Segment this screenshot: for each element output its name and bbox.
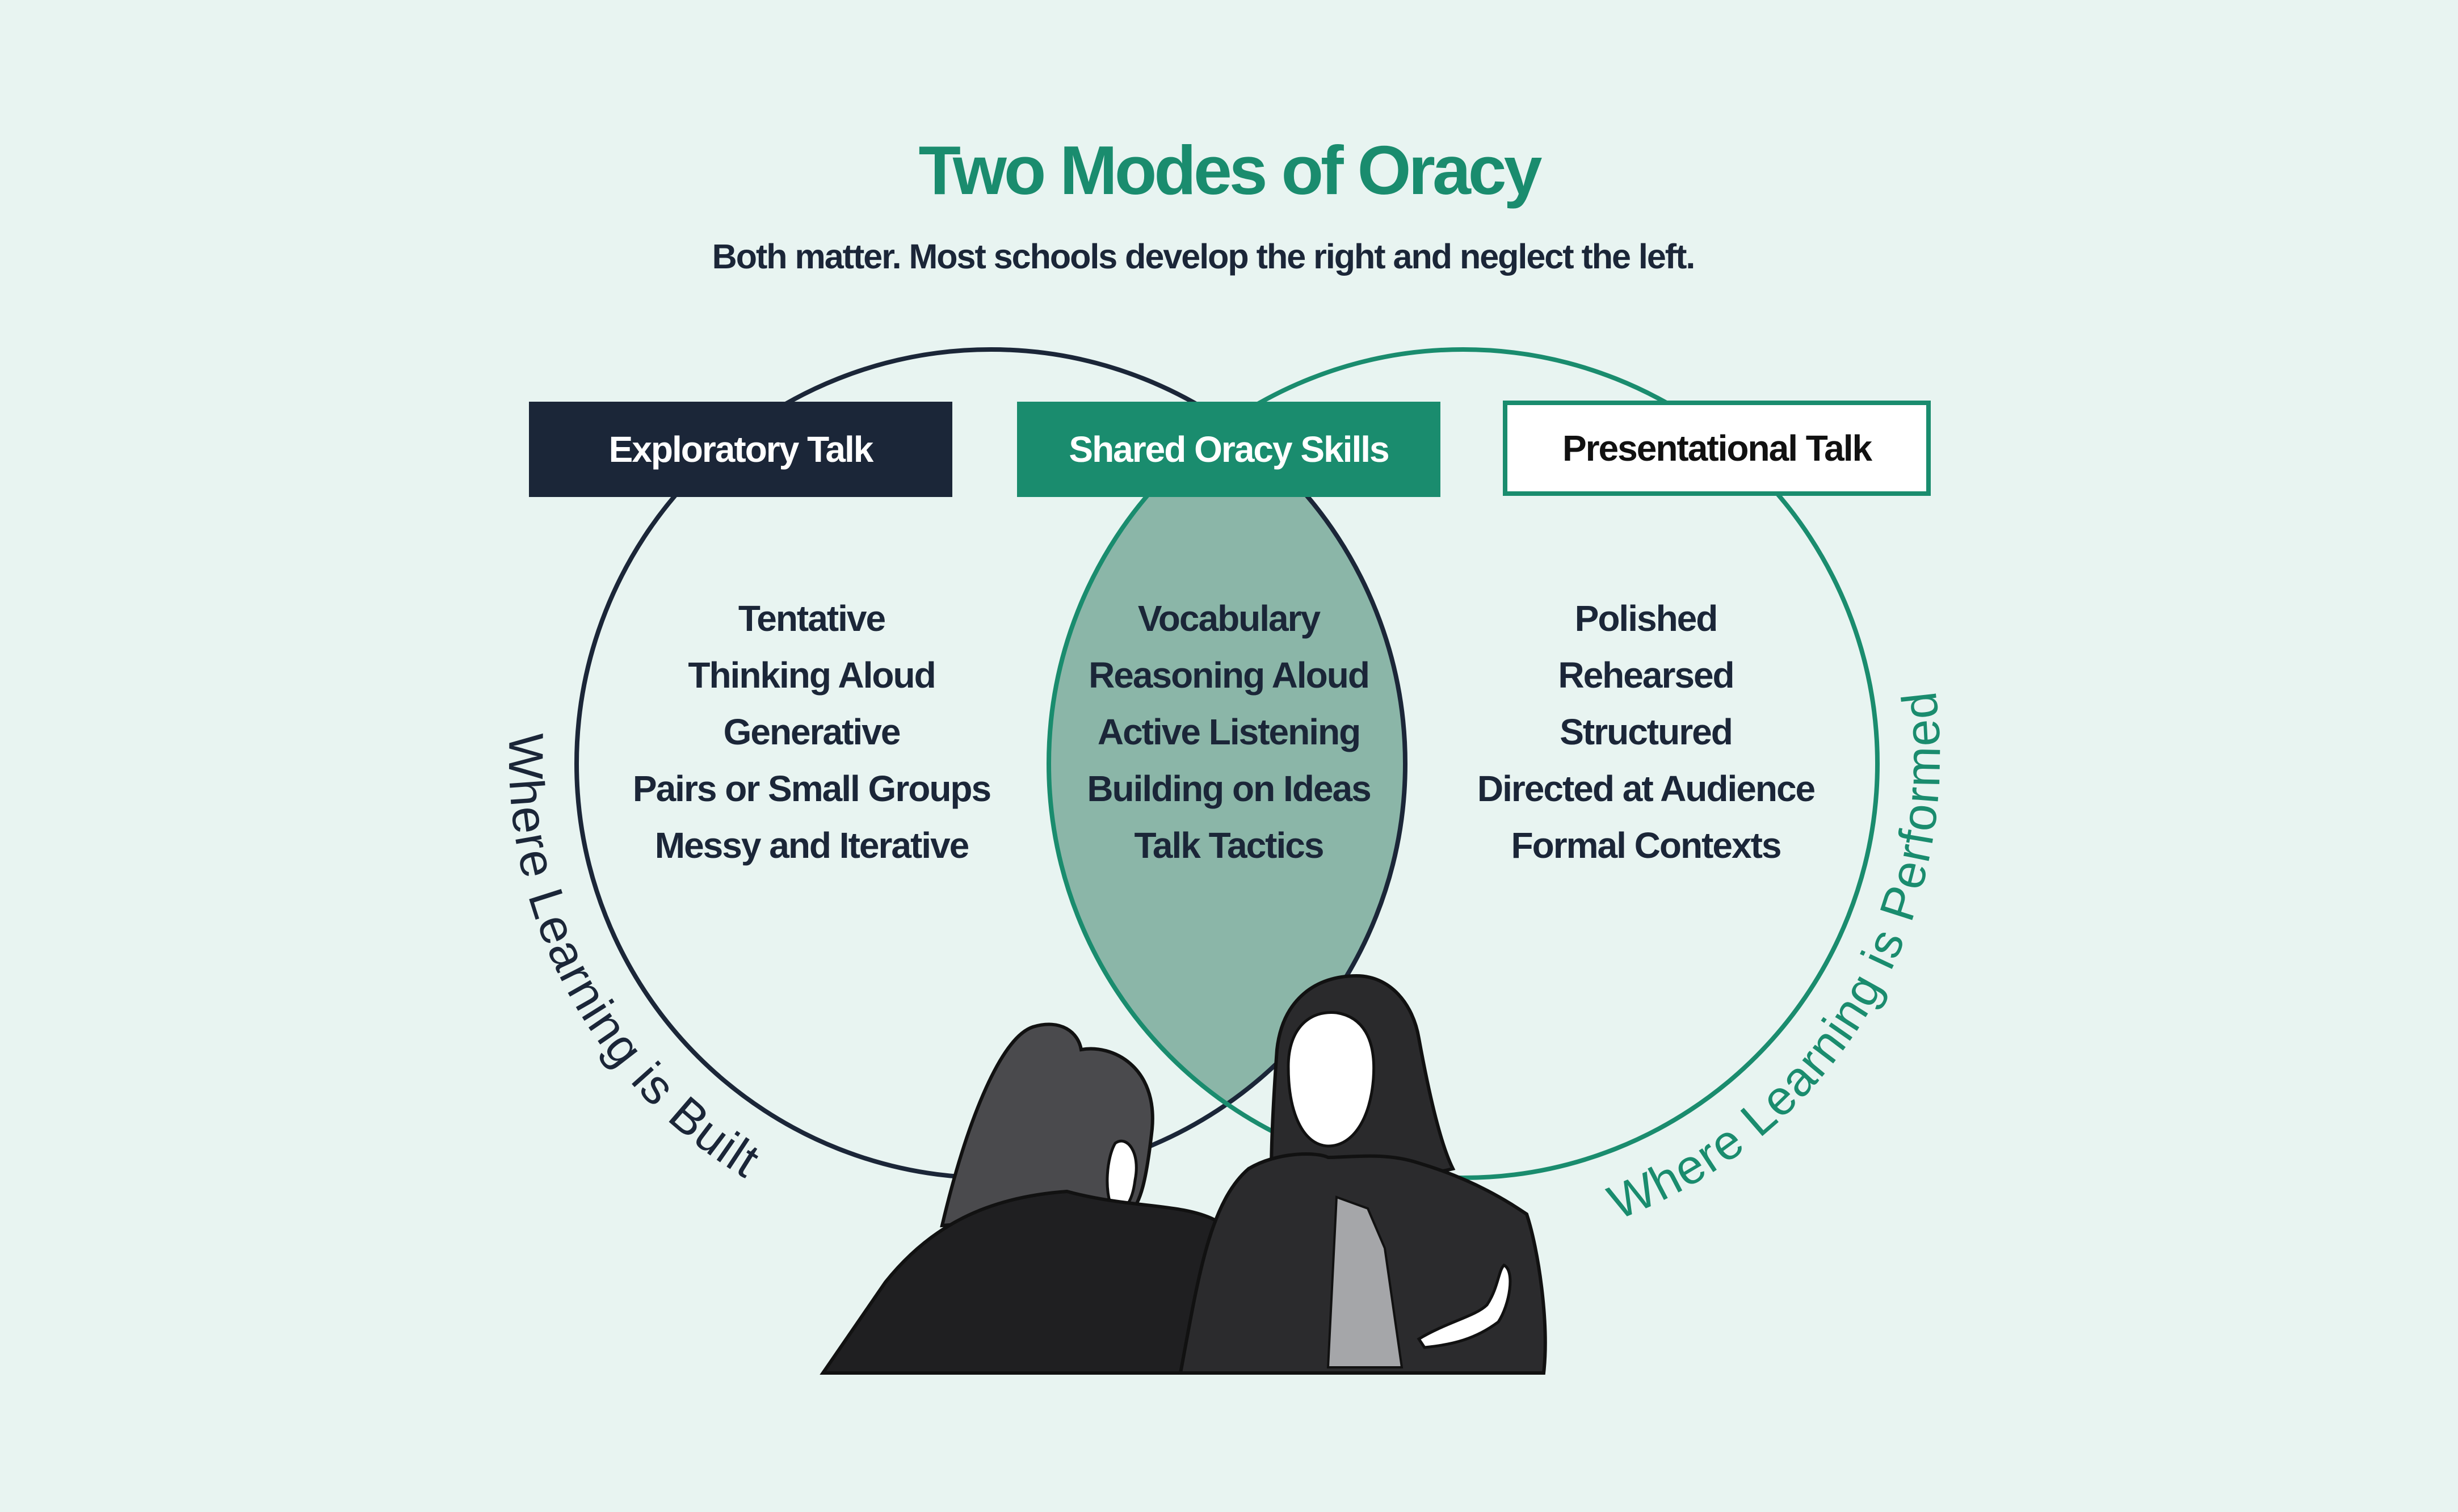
list-item: Messy and Iterative — [654, 825, 970, 866]
exploratory-talk-label: Exploratory Talk — [529, 402, 952, 497]
list-item: Thinking Aloud — [688, 655, 936, 696]
presentational-traits-list: Polished Rehearsed Structured Directed a… — [1413, 590, 1879, 874]
shared-oracy-skills-label: Shared Oracy Skills — [1017, 402, 1440, 497]
overlap-region — [1049, 349, 1405, 1178]
list-item: Vocabulary — [1137, 598, 1321, 639]
list-item: Building on Ideas — [1087, 768, 1371, 809]
list-item: Formal Contexts — [1511, 825, 1782, 866]
list-item: Tentative — [738, 598, 886, 639]
list-item: Talk Tactics — [1134, 825, 1325, 866]
diagram-subtitle: Both matter. Most schools develop the ri… — [712, 237, 1696, 276]
right-person-face — [1287, 1010, 1376, 1148]
list-item: Rehearsed — [1558, 655, 1734, 696]
presentational-talk-label: Presentational Talk — [1503, 401, 1931, 496]
people-illustration — [820, 974, 1547, 1375]
list-item: Reasoning Aloud — [1089, 655, 1370, 696]
list-item: Directed at Audience — [1477, 768, 1816, 809]
diagram-title: Two Modes of Oracy — [918, 132, 1542, 209]
list-item: Pairs or Small Groups — [632, 768, 991, 809]
list-item: Generative — [723, 711, 901, 752]
list-item: Polished — [1574, 598, 1719, 639]
list-item: Structured — [1560, 711, 1733, 752]
list-item: Active Listening — [1097, 711, 1361, 752]
shared-skills-list: Vocabulary Reasoning Aloud Active Listen… — [996, 590, 1461, 874]
right-person-hand — [1417, 1263, 1512, 1349]
exploratory-traits-list: Tentative Thinking Aloud Generative Pair… — [579, 590, 1044, 874]
right-person-shirt — [1326, 1195, 1404, 1368]
